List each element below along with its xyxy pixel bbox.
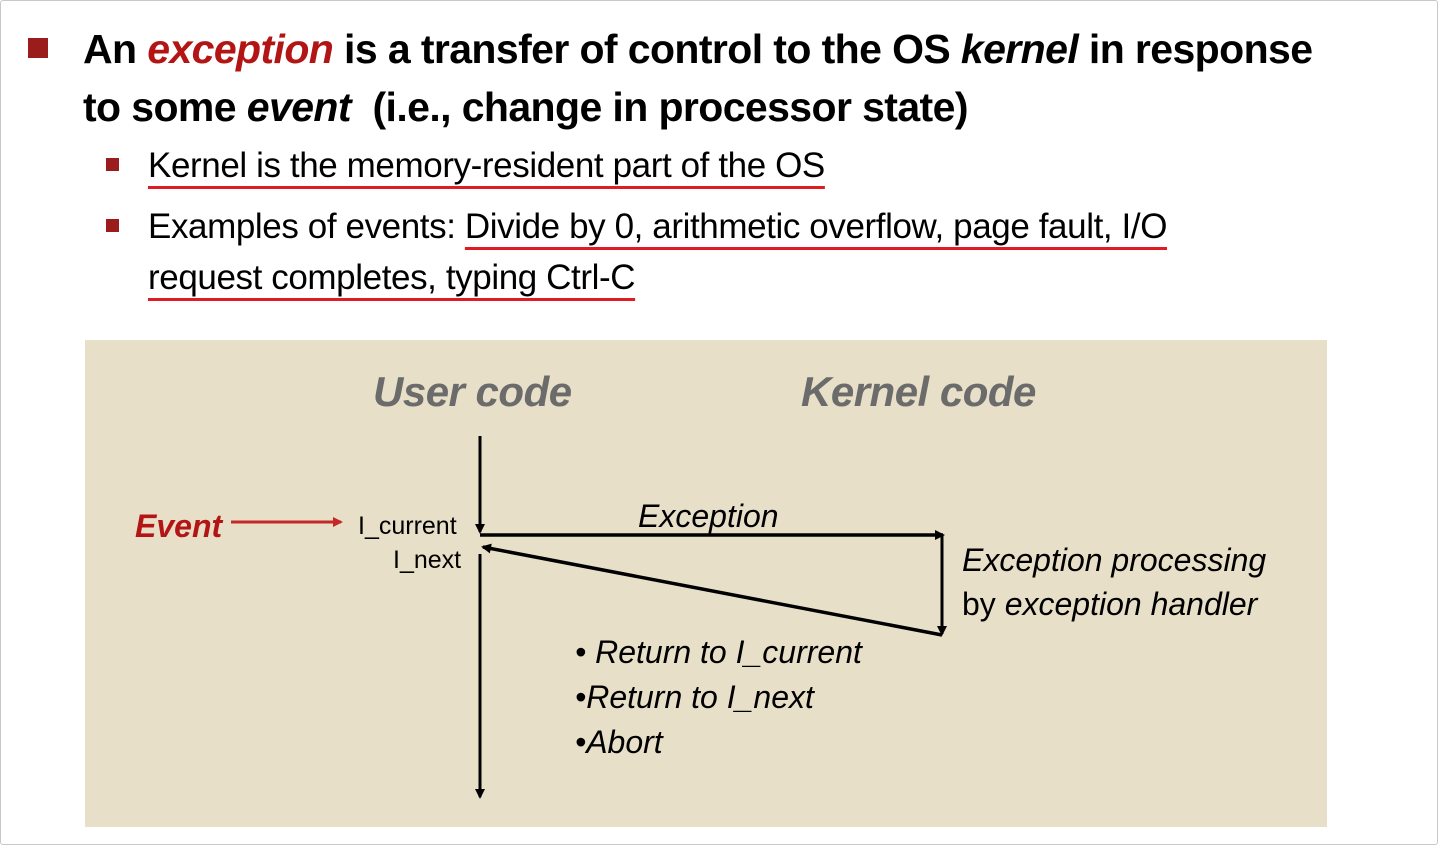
- sub-bullet-examples-cont: request completes, typing Ctrl-C: [148, 252, 636, 304]
- heading-text: An: [83, 26, 148, 72]
- exception-label: Exception: [638, 498, 779, 534]
- processing-label-handler: exception handler: [1004, 586, 1258, 622]
- processing-label-line1: Exception processing: [962, 542, 1267, 578]
- user-code-title: User code: [373, 368, 572, 415]
- heading-bullet: [28, 38, 48, 58]
- heading-text: (i.e., change in processor state): [350, 84, 968, 130]
- sub-bullet-kernel: Kernel is the memory-resident part of th…: [148, 140, 825, 192]
- i-current-label: I_current: [358, 512, 457, 540]
- sub-bullet-examples-label: Examples of events:: [148, 207, 465, 246]
- heading-exception-term: exception: [147, 26, 334, 72]
- sub-bullet-marker: [106, 158, 119, 171]
- diagram-arrows: [231, 436, 947, 799]
- heading-event-term: event: [246, 84, 352, 130]
- option-return-current: • Return to I_current: [575, 634, 862, 670]
- option-abort: •Abort: [575, 724, 663, 760]
- sub-bullet-kernel-text: Kernel is the memory-resident part of th…: [148, 146, 825, 185]
- option-text: Return to I_next: [586, 679, 814, 715]
- processing-label-line2: by exception handler: [962, 586, 1257, 623]
- processing-label-prefix: by: [962, 586, 1005, 622]
- sub-bullet-examples-text: Divide by 0, arithmetic overflow, page f…: [464, 207, 1168, 246]
- sub-bullet-examples-text: request completes, typing Ctrl-C: [148, 258, 636, 297]
- option-return-next: •Return to I_next: [575, 679, 814, 715]
- option-text: Abort: [586, 724, 663, 760]
- kernel-code-title: Kernel code: [801, 368, 1036, 415]
- heading-text: is a transfer of control to the OS: [333, 26, 961, 72]
- heading-text: in response: [1078, 26, 1313, 72]
- option-text: Return to I_current: [595, 634, 862, 670]
- sub-bullet-examples: Examples of events: Divide by 0, arithme…: [148, 201, 1167, 253]
- return-arrow: [481, 543, 943, 637]
- exception-diagram: User code Kernel code Event I_current I_…: [85, 340, 1327, 827]
- slide-heading: An exception is a transfer of control to…: [83, 20, 1433, 136]
- i-next-label: I_next: [393, 546, 462, 574]
- heading-kernel-term: kernel: [960, 26, 1079, 72]
- event-label: Event: [135, 508, 223, 544]
- heading-text: to some: [83, 84, 247, 130]
- sub-bullet-marker: [106, 219, 119, 232]
